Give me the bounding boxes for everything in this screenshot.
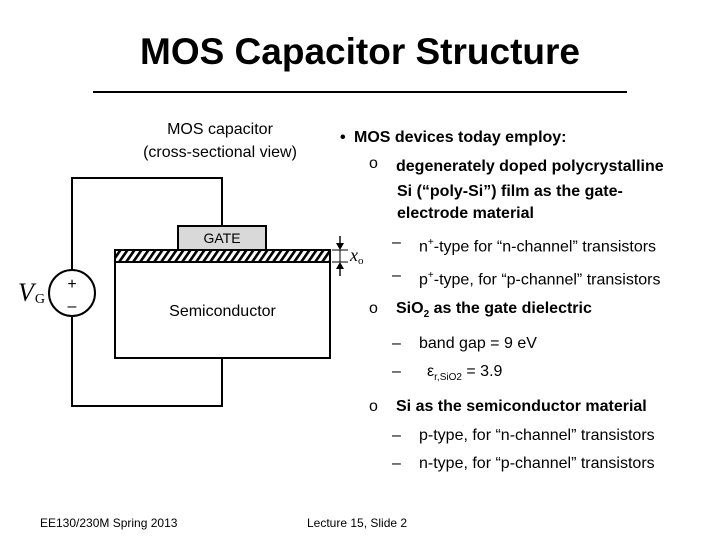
dash-marker: – xyxy=(392,267,401,285)
bullet-semi-n: – n-type, for “p-channel” transistors xyxy=(340,450,715,479)
thickness-symbol: x xyxy=(350,245,358,265)
bullet-semi-p: – p-type, for “n-channel” transistors xyxy=(340,422,715,451)
thickness-arrowhead-top xyxy=(336,243,344,250)
voltage-symbol: V xyxy=(18,278,34,307)
voltage-subscript: G xyxy=(34,292,46,307)
thickness-subscript: o xyxy=(358,255,364,267)
poly-n-prefix: n xyxy=(419,238,428,256)
poly-line-1: degenerately doped polycrystalline xyxy=(396,157,664,175)
substrate-wire xyxy=(71,316,223,407)
bullet-poly-p: – p+-type, for “p-channel” transistors xyxy=(340,262,715,295)
oxide-prefix: SiO xyxy=(396,300,424,318)
semiconductor-label: Semiconductor xyxy=(169,303,276,320)
dash-marker: – xyxy=(392,234,401,252)
poly-p-text: -type, for “p-channel” transistors xyxy=(433,271,661,289)
caption-line-1: MOS capacitor xyxy=(167,121,273,138)
slide-title: MOS Capacitor Structure xyxy=(140,31,580,72)
oxide-subscript: 2 xyxy=(423,309,430,321)
poly-p-prefix: p xyxy=(419,271,428,289)
bullet-marker: • xyxy=(340,129,346,146)
sub-bullet-marker: o xyxy=(369,154,378,172)
bullet-main-text: MOS devices today employ: xyxy=(354,129,567,146)
oxide-text: as the gate dielectric xyxy=(429,300,592,318)
poly-p-sup: + xyxy=(427,270,434,282)
semi-text: Si as the semiconductor material xyxy=(396,398,647,416)
epsilon-symbol: ε xyxy=(427,363,435,381)
footer-course: EE130/230M Spring 2013 xyxy=(40,516,178,530)
gate-voltage-label: VG xyxy=(18,278,46,313)
poly-n-sup: + xyxy=(427,237,434,249)
oxide-layer xyxy=(114,249,331,263)
bullet-poly-n: – n+-type for “n-channel” transistors xyxy=(340,229,715,262)
dash-marker: – xyxy=(392,363,401,381)
gate-wire xyxy=(71,177,223,270)
title-underline xyxy=(93,91,627,93)
bullet-list: • MOS devices today employ: o degenerate… xyxy=(340,124,715,479)
gate-label: GATE xyxy=(203,230,241,246)
dash-marker: – xyxy=(392,426,401,444)
poly-line-2: Si (“poly-Si”) film as the gate- xyxy=(397,183,623,201)
footer-slide-number: Lecture 15, Slide 2 xyxy=(307,516,408,530)
caption-line-2: (cross-sectional view) xyxy=(143,144,297,161)
semi-n-text: n-type, for “p-channel” transistors xyxy=(419,455,655,473)
poly-n-text: -type for “n-channel” transistors xyxy=(433,238,657,256)
voltage-source xyxy=(48,269,96,317)
semiconductor-body xyxy=(114,261,331,359)
bandgap-text: band gap = 9 eV xyxy=(419,334,537,352)
bullet-poly: o degenerately doped polycrystalline Si … xyxy=(340,153,715,226)
source-plus-sign: + xyxy=(67,276,76,293)
oxide-thickness-label: xo xyxy=(350,244,364,269)
bullet-permittivity: – εr,SiO2 = 3.9 xyxy=(340,358,715,393)
sub-bullet-marker: o xyxy=(369,398,378,416)
gate-electrode xyxy=(177,225,267,251)
thickness-arrowhead-bottom xyxy=(336,262,344,269)
bullet-bandgap: – band gap = 9 eV xyxy=(340,330,715,359)
bullet-main: • MOS devices today employ: xyxy=(340,124,715,153)
source-minus-sign: – xyxy=(68,298,77,315)
bullet-oxide: o SiO2 as the gate dielectric xyxy=(340,295,715,330)
semi-p-text: p-type, for “n-channel” transistors xyxy=(419,426,655,444)
bullet-semiconductor: o Si as the semiconductor material xyxy=(340,393,715,422)
diagram-caption: MOS capacitor (cross-sectional view) xyxy=(120,118,320,164)
poly-line-3: electrode material xyxy=(397,205,534,223)
dash-marker: – xyxy=(392,455,401,473)
epsilon-subscript: r,SiO2 xyxy=(434,372,462,384)
epsilon-value: = 3.9 xyxy=(461,363,503,381)
dash-marker: – xyxy=(392,334,401,352)
sub-bullet-marker: o xyxy=(369,300,378,318)
